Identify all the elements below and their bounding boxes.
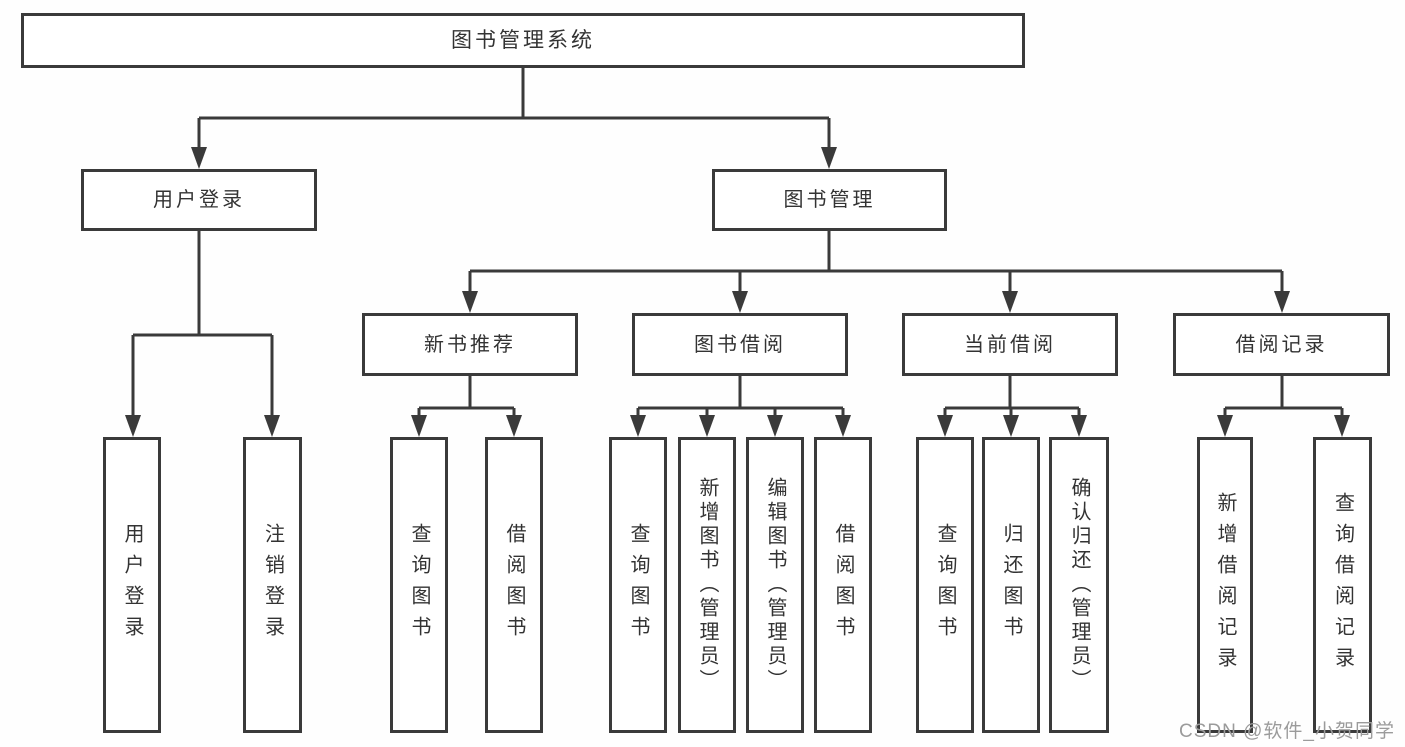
leaf-query-books-recommend-label: 查询图书 [408, 523, 430, 647]
leaf-edit-book-admin-label: 编辑图书（管理员） [764, 477, 786, 693]
csdn-watermark: CSDN @软件_小贺同学 [1179, 721, 1395, 742]
leaf-borrow-books-recommend: 借阅图书 [485, 437, 543, 733]
node-book-borrow: 图书借阅 [632, 313, 848, 376]
leaf-logout: 注销登录 [243, 437, 302, 733]
node-book-management-label: 图书管理 [783, 189, 876, 211]
node-root: 图书管理系统 [21, 13, 1025, 68]
leaf-borrow-books-label: 借阅图书 [832, 523, 854, 647]
leaf-user-login-label: 用户登录 [121, 523, 143, 647]
leaf-query-books-recommend: 查询图书 [390, 437, 448, 733]
leaf-edit-book-admin: 编辑图书（管理员） [746, 437, 804, 733]
leaf-query-books-current: 查询图书 [916, 437, 974, 733]
node-new-book-recommend: 新书推荐 [362, 313, 578, 376]
leaf-add-borrow-record: 新增借阅记录 [1197, 437, 1253, 733]
node-root-label: 图书管理系统 [451, 29, 595, 52]
leaf-borrow-books-recommend-label: 借阅图书 [503, 523, 525, 647]
node-user-login: 用户登录 [81, 169, 317, 231]
leaf-confirm-return-admin-label: 确认归还（管理员） [1068, 477, 1090, 693]
leaf-return-book: 归还图书 [982, 437, 1040, 733]
leaf-return-book-label: 归还图书 [1000, 523, 1022, 647]
leaf-add-book-admin: 新增图书（管理员） [678, 437, 736, 733]
node-borrow-records-label: 借阅记录 [1235, 333, 1328, 356]
node-book-management: 图书管理 [712, 169, 947, 231]
leaf-query-books-borrow-label: 查询图书 [627, 523, 649, 647]
node-current-borrow-label: 当前借阅 [964, 333, 1056, 356]
leaf-query-borrow-record-label: 查询借阅记录 [1331, 492, 1354, 678]
node-new-book-recommend-label: 新书推荐 [424, 333, 516, 356]
arrowheads [125, 147, 1350, 437]
leaf-add-borrow-record-label: 新增借阅记录 [1214, 492, 1236, 678]
node-borrow-records: 借阅记录 [1173, 313, 1390, 376]
node-user-login-label: 用户登录 [153, 189, 245, 211]
leaf-query-books-borrow: 查询图书 [609, 437, 667, 733]
leaf-logout-label: 注销登录 [261, 523, 284, 647]
leaf-confirm-return-admin: 确认归还（管理员） [1049, 437, 1109, 733]
leaf-add-book-admin-label: 新增图书（管理员） [696, 477, 718, 693]
leaf-user-login: 用户登录 [103, 437, 161, 733]
leaf-query-books-current-label: 查询图书 [934, 523, 956, 647]
leaf-query-borrow-record: 查询借阅记录 [1313, 437, 1372, 733]
node-book-borrow-label: 图书借阅 [694, 333, 786, 356]
node-current-borrow: 当前借阅 [902, 313, 1118, 376]
leaf-borrow-books: 借阅图书 [814, 437, 872, 733]
